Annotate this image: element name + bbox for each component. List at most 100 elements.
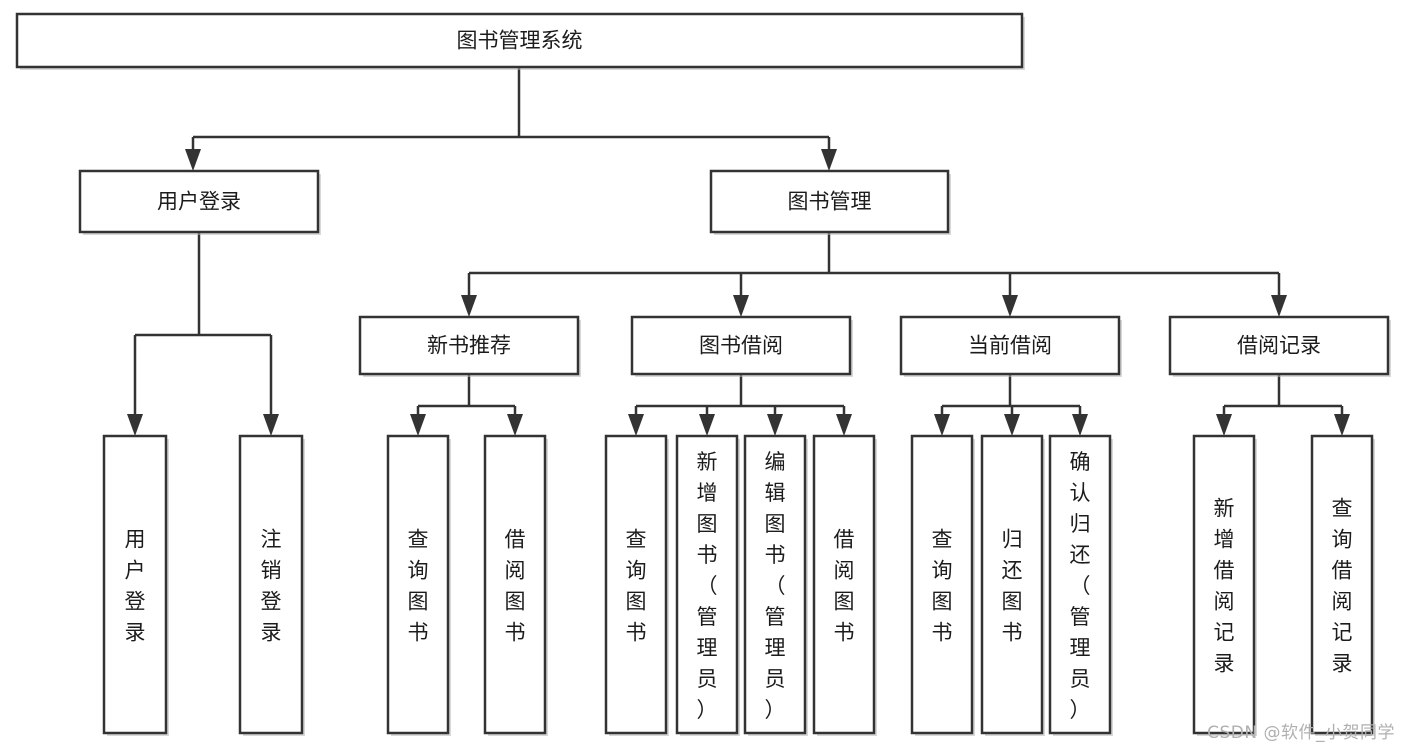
node-label-char: 查 [932,528,953,552]
node-label-char: 图 [626,590,647,614]
connector-arrowhead [507,414,523,436]
node-label-char: 录 [261,621,282,645]
node-rect[interactable] [709,169,950,234]
node-rect[interactable] [812,434,876,735]
node-label: 用户登录 [157,190,241,214]
node-leaf-add-book-admin[interactable]: 新增图书（管理员） [675,434,740,736]
node-label-char: 询 [408,559,429,583]
node-label-char: ） [697,698,718,722]
node-rect[interactable] [1048,434,1112,735]
node-root[interactable]: 图书管理系统 [15,12,1025,70]
connector-arrowhead [934,414,950,436]
connector-group-borrow-record-to-leaves [1222,374,1344,415]
node-label-char: 书 [1002,621,1023,645]
node-label-char: 借 [505,528,526,552]
node-rect[interactable] [358,315,580,376]
node-label-char: 用 [125,528,146,552]
node-label-char: 员 [765,667,786,691]
node-label-char: 增 [697,481,718,505]
node-label-char: 书 [408,621,429,645]
node-leaf-logout-login[interactable]: 注销登录 [238,434,305,736]
connector-arrowhead [699,414,715,436]
node-label-char: 借 [1214,559,1235,583]
node-leaf-confirm-return-admin[interactable]: 确认归还（管理员） [1048,434,1113,736]
node-new-book-recommend[interactable]: 新书推荐 [358,315,581,377]
node-rect[interactable] [743,434,807,735]
node-rect[interactable] [980,434,1044,735]
node-book-manage[interactable]: 图书管理 [709,169,951,235]
node-rect[interactable] [238,434,304,735]
connector-arrowhead [628,414,644,436]
node-label: 新书推荐 [427,334,511,358]
node-leaf-query-book-current[interactable]: 查询图书 [910,434,975,736]
connector-group-new-book-recommend-to-leaves [416,374,517,415]
node-label-char: 查 [408,528,429,552]
node-label-char: 登 [261,590,282,614]
node-label: 注销登录 [261,528,282,645]
connector-layer [127,67,1350,436]
node-borrow-record[interactable]: 借阅记录 [1168,315,1391,377]
node-label-char: （ [1070,574,1091,598]
node-label-char: 归 [1002,528,1023,552]
node-label-char: 注 [261,528,282,552]
node-user-login[interactable]: 用户登录 [78,169,321,235]
node-rect[interactable] [102,434,168,735]
node-label: 查询图书 [932,528,953,645]
node-label-char: 员 [697,667,718,691]
connector-arrowhead [185,149,201,171]
node-rect[interactable] [1168,315,1390,376]
node-label: 图书管理 [788,190,872,214]
node-label-char: 新 [1214,497,1235,521]
node-rect[interactable] [483,434,547,735]
node-leaf-query-book-recommend[interactable]: 查询图书 [386,434,451,736]
node-label: 确认归还（管理员） [1070,450,1091,722]
node-leaf-edit-book-admin[interactable]: 编辑图书（管理员） [743,434,808,736]
node-leaf-query-book-borrow[interactable]: 查询图书 [604,434,669,736]
node-rect[interactable] [386,434,450,735]
connector-arrowhead [127,414,143,436]
node-label-char: 书 [697,543,718,567]
node-rect[interactable] [604,434,668,735]
node-rect[interactable] [899,315,1121,376]
connector-group-root-to-level2 [191,67,831,150]
node-rect[interactable] [675,434,739,735]
node-label: 借阅图书 [505,528,526,645]
node-label-char: 新 [697,450,718,474]
node-layer: 图书管理系统用户登录图书管理新书推荐图书借阅当前借阅借阅记录用户登录注销登录查询… [15,12,1391,736]
node-label-char: 图 [1002,590,1023,614]
connector-arrowhead [410,414,426,436]
node-leaf-query-borrow-record[interactable]: 查询借阅记录 [1310,434,1375,736]
node-label-char: 理 [1070,636,1091,660]
node-leaf-borrow-book-recommend[interactable]: 借阅图书 [483,434,548,736]
node-leaf-add-borrow-record[interactable]: 新增借阅记录 [1192,434,1257,736]
node-rect[interactable] [1192,434,1256,735]
node-label-char: 借 [1332,559,1353,583]
node-rect[interactable] [78,169,320,234]
node-label-char: 户 [125,559,146,583]
node-rect[interactable] [910,434,974,735]
node-label: 用户登录 [125,528,146,645]
node-label-char: 销 [261,559,282,583]
node-rect[interactable] [1310,434,1374,735]
node-label-char: 询 [626,559,647,583]
node-current-borrow[interactable]: 当前借阅 [899,315,1122,377]
node-label-char: 图 [505,590,526,614]
node-label-char: 询 [932,559,953,583]
node-rect[interactable] [630,315,852,376]
node-label-char: 确 [1070,450,1091,474]
node-rect[interactable] [15,12,1024,69]
node-label-char: 登 [125,590,146,614]
connector-group-book-borrow-to-leaves [634,374,846,415]
node-label-char: 记 [1332,621,1353,645]
node-book-borrow[interactable]: 图书借阅 [630,315,853,377]
node-leaf-borrow-book[interactable]: 借阅图书 [812,434,877,736]
node-label-char: 记 [1214,621,1235,645]
node-leaf-user-login[interactable]: 用户登录 [102,434,169,736]
node-label-char: 图 [765,512,786,536]
node-label-char: 录 [1214,652,1235,676]
node-label: 借阅记录 [1237,334,1321,358]
connector-arrowhead [821,149,837,171]
node-label: 图书借阅 [699,334,783,358]
node-leaf-return-book[interactable]: 归还图书 [980,434,1045,736]
